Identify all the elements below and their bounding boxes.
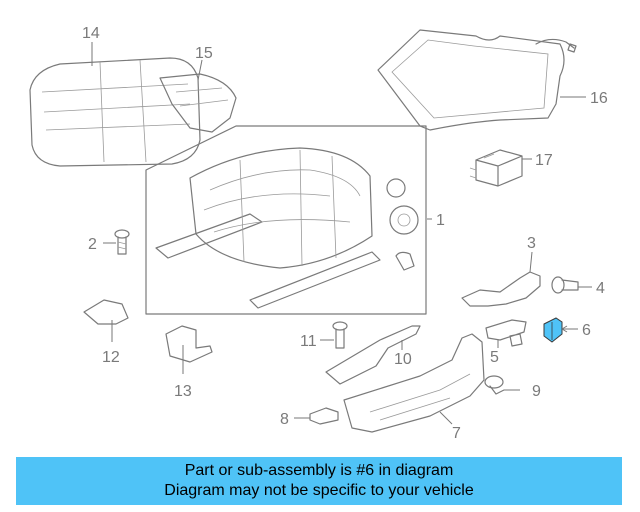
callout-9: 9 bbox=[532, 383, 541, 400]
callout-6: 6 bbox=[582, 322, 591, 339]
callout-labels: 14 15 16 17 1 2 3 4 5 6 7 8 9 10 11 12 1… bbox=[82, 25, 608, 442]
part-8-clip bbox=[309, 407, 339, 425]
callout-4: 4 bbox=[596, 280, 605, 297]
part-14-seat-cushion-pad bbox=[29, 57, 201, 167]
callout-15: 15 bbox=[195, 45, 213, 62]
part-1-seat-frame-assembly bbox=[145, 125, 427, 315]
part-16-seat-heater-mat bbox=[377, 29, 577, 131]
banner-line-2: Diagram may not be specific to your vehi… bbox=[164, 482, 474, 499]
callout-10: 10 bbox=[394, 351, 412, 368]
callout-1: 1 bbox=[436, 212, 445, 229]
leader-lines bbox=[91, 42, 592, 425]
callout-7: 7 bbox=[452, 425, 461, 442]
info-banner: Part or sub-assembly is #6 in diagram Di… bbox=[16, 457, 622, 505]
part-6-highlighted[interactable] bbox=[543, 317, 563, 343]
part-10-wire-rod bbox=[325, 325, 421, 385]
part-4-bolt bbox=[551, 276, 579, 294]
callout-5: 5 bbox=[490, 349, 499, 366]
part-15-cushion-cover bbox=[159, 73, 237, 133]
part-7-side-shield bbox=[343, 333, 485, 433]
part-13-bracket bbox=[165, 325, 213, 363]
part-12-bracket bbox=[83, 299, 129, 325]
callout-2: 2 bbox=[88, 236, 97, 253]
banner-line-1: Part or sub-assembly is #6 in diagram bbox=[184, 462, 454, 479]
part-17-control-module bbox=[469, 149, 523, 187]
part-3-bracket bbox=[461, 271, 541, 307]
part-5-clip bbox=[485, 319, 527, 347]
callout-13: 13 bbox=[174, 383, 192, 400]
callout-11: 11 bbox=[300, 333, 317, 350]
part-9-grommet bbox=[484, 375, 505, 395]
callout-8: 8 bbox=[280, 411, 289, 428]
callout-12: 12 bbox=[102, 349, 120, 366]
callout-14: 14 bbox=[82, 25, 100, 42]
callout-17: 17 bbox=[535, 152, 553, 169]
part-2-bolt bbox=[114, 229, 130, 255]
part-11-bolt bbox=[332, 321, 348, 349]
callout-3: 3 bbox=[527, 235, 536, 252]
callout-16: 16 bbox=[590, 90, 608, 107]
